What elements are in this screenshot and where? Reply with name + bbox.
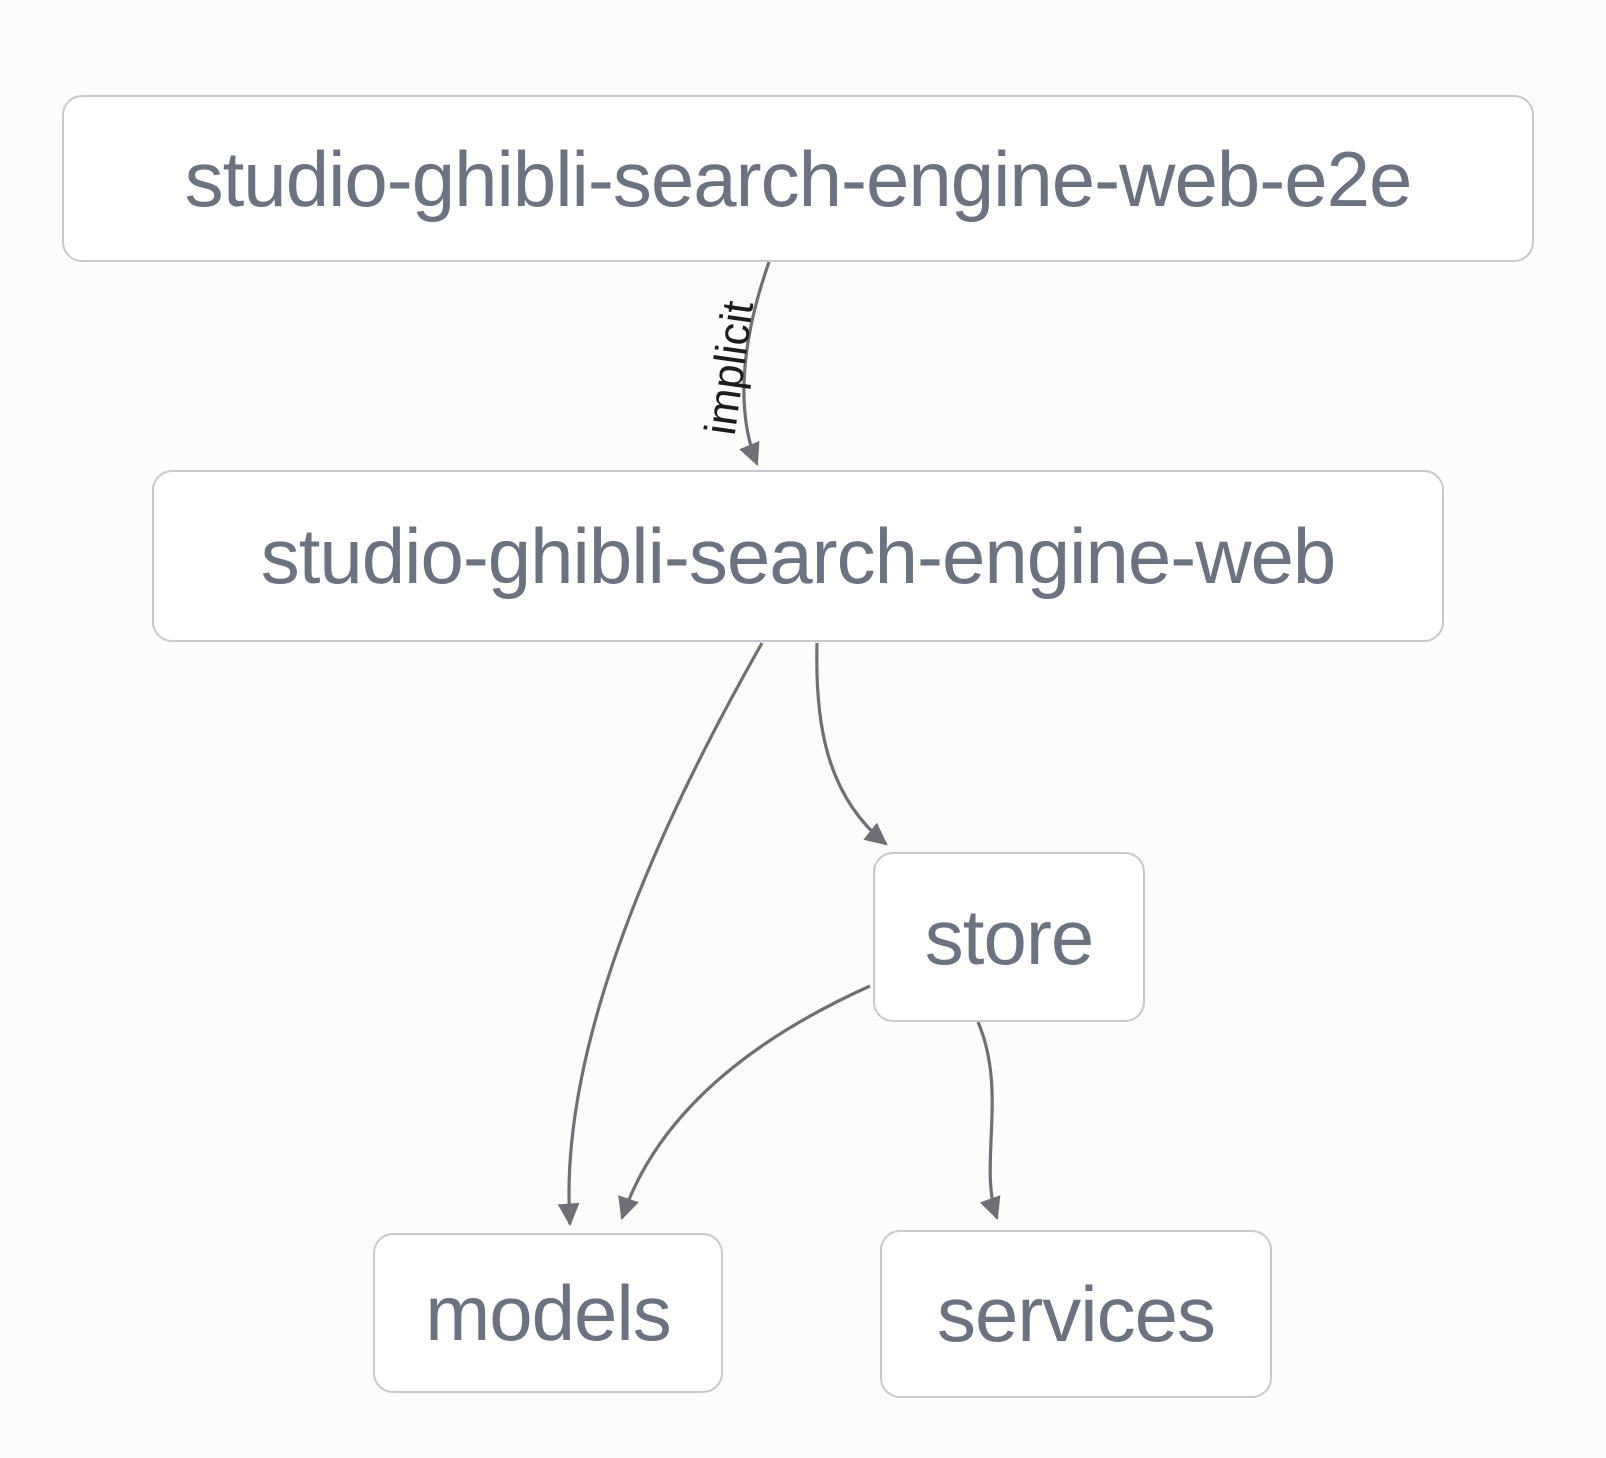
node-label: studio-ghibli-search-engine-web-e2e [184,134,1413,223]
edge-studio-ghibli-search-engine-web-e2e-to-studio-ghibli-search-engine-web [739,261,771,467]
node-studio-ghibli-search-engine-web-e2e[interactable]: studio-ghibli-search-engine-web-e2e [62,95,1534,262]
edge-studio-ghibli-search-engine-web-to-store [815,642,888,846]
edge-store-to-services [976,1021,1001,1221]
edge-studio-ghibli-search-engine-web-to-models [557,642,764,1227]
node-store[interactable]: store [873,852,1145,1022]
node-models[interactable]: models [373,1233,723,1393]
node-label: store [924,893,1094,981]
node-services[interactable]: services [880,1230,1272,1398]
edge-group [557,261,1001,1227]
node-label: services [936,1270,1216,1358]
node-label: models [425,1269,671,1357]
node-label: studio-ghibli-search-engine-web [260,512,1337,600]
node-studio-ghibli-search-engine-web[interactable]: studio-ghibli-search-engine-web [152,470,1444,642]
edge-store-to-models [618,984,871,1221]
